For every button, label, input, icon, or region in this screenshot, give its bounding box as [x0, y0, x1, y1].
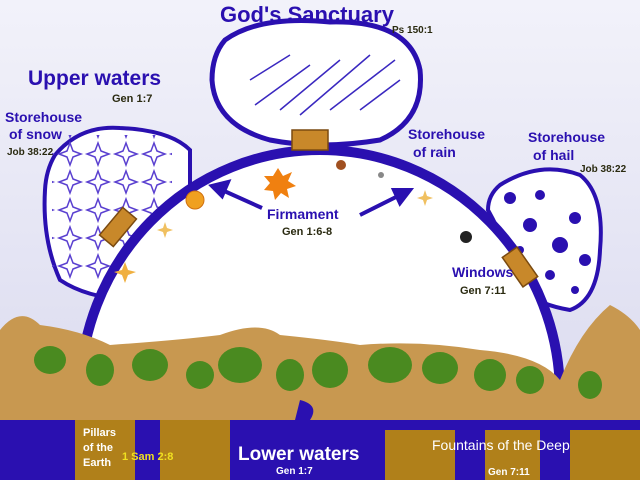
planet-icon — [378, 172, 384, 178]
sanctuary-title: God's Sanctuary — [220, 2, 394, 27]
sanctuary-cloud — [209, 18, 423, 148]
firmament-arrows — [208, 179, 415, 217]
lower-waters-label: Lower waters — [238, 444, 360, 465]
fountains-ref: Gen 7:11 — [488, 467, 530, 478]
sanctuary-rays — [249, 54, 401, 116]
sun-icon — [185, 190, 205, 210]
snow-label-2: of snow — [9, 126, 62, 142]
pillars-label-2: of the — [83, 442, 113, 454]
windows-label: Windows — [452, 264, 514, 280]
lower-waters-ref: Gen 1:7 — [276, 466, 313, 477]
windows-ref: Gen 7:11 — [460, 285, 506, 297]
hail-label-2: of hail — [533, 147, 575, 163]
trees — [34, 346, 602, 399]
hail-ref: Job 38:22 — [580, 164, 627, 175]
star-icon — [264, 168, 296, 200]
star-icon — [114, 262, 136, 283]
pillars-ref: 1 Sam 2:8 — [122, 451, 174, 463]
rain-label-2: of rain — [413, 144, 456, 160]
pillars-of-earth — [75, 420, 640, 480]
hail-label-1: Storehouse — [528, 129, 606, 145]
river — [290, 400, 340, 440]
firmament-ref: Gen 1:6-8 — [282, 226, 333, 238]
windows — [98, 129, 539, 288]
planet-icon — [336, 160, 346, 170]
fountains-label: Fountains of the Deep — [432, 437, 570, 453]
upper-waters-label: Upper waters — [28, 67, 162, 90]
star-icon — [157, 222, 173, 238]
snow-label-1: Storehouse — [5, 109, 83, 125]
pillars-label-3: Earth — [83, 457, 112, 469]
snow-ref: Job 38:22 — [7, 147, 54, 158]
hail-stones — [504, 190, 591, 294]
moon-icon — [460, 231, 472, 243]
firmament-label: Firmament — [267, 206, 339, 222]
pillars-label-1: Pillars — [83, 427, 117, 439]
star-icon — [417, 190, 433, 206]
upper-waters-ref: Gen 1:7 — [112, 93, 153, 105]
sanctuary-ref: Ps 150:1 — [392, 25, 433, 36]
rain-label-1: Storehouse — [408, 126, 486, 142]
